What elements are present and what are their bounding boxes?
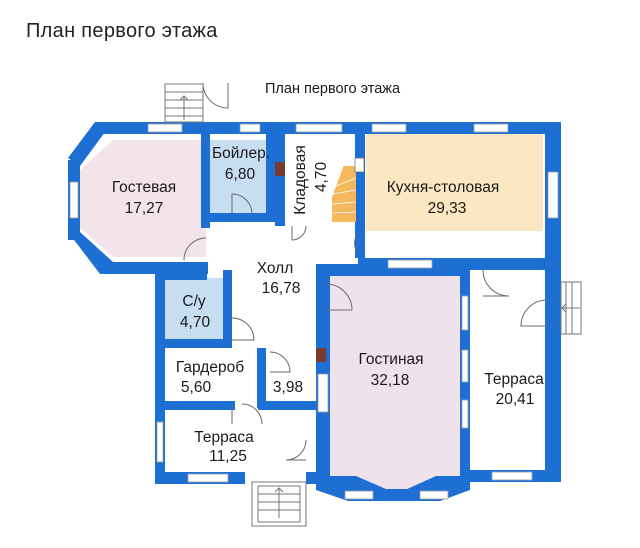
- room-terrace-right-name: Терраса: [484, 371, 544, 388]
- room-storage-area: 4,70: [313, 162, 330, 193]
- room-guest-fill: [78, 140, 206, 257]
- room-kitchen-area: 29,33: [428, 200, 467, 217]
- room-storage-name: Кладовая: [292, 145, 309, 214]
- plan-caption: План первого этажа: [265, 81, 401, 97]
- room-hall-area: 16,78: [262, 280, 301, 297]
- room-hall-name: Холл: [257, 260, 294, 277]
- room-living-area: 32,18: [371, 372, 410, 389]
- room-living-name: Гостиная: [358, 351, 423, 368]
- room-kitchen-fill: [366, 134, 543, 231]
- room-wardrobe-area: 5,60: [181, 379, 212, 396]
- room-wc-fill: [165, 278, 225, 341]
- room-boiler-fill: [208, 140, 269, 215]
- room-guest-area: 17,27: [125, 200, 164, 217]
- internal-staircase: [331, 157, 365, 222]
- bottom-entrance-stairs: [251, 481, 307, 527]
- room-boiler-name: Бойлер.: [212, 145, 270, 162]
- room-terrace-front-name: Терраса: [194, 429, 254, 446]
- room-wc-name: С/у: [182, 293, 206, 310]
- page-title: План первого этажа: [26, 20, 218, 42]
- room-terrace-right-area: 20,41: [496, 391, 535, 408]
- room-kitchen-name: Кухня-столовая: [387, 179, 500, 196]
- right-terrace-steps: [560, 281, 582, 335]
- vent-markers: [275, 162, 326, 362]
- room-living-fill: [330, 276, 460, 489]
- room-guest-name: Гостевая: [112, 179, 176, 196]
- room-closet-area: 3,98: [273, 379, 303, 396]
- top-entrance-stairs: [164, 83, 204, 123]
- room-wardrobe-name: Гардероб: [176, 359, 244, 376]
- room-wc-area: 4,70: [180, 314, 211, 331]
- windows: [69, 123, 559, 500]
- room-boiler-area: 6,80: [225, 166, 256, 183]
- room-terrace-front-area: 11,25: [209, 448, 247, 465]
